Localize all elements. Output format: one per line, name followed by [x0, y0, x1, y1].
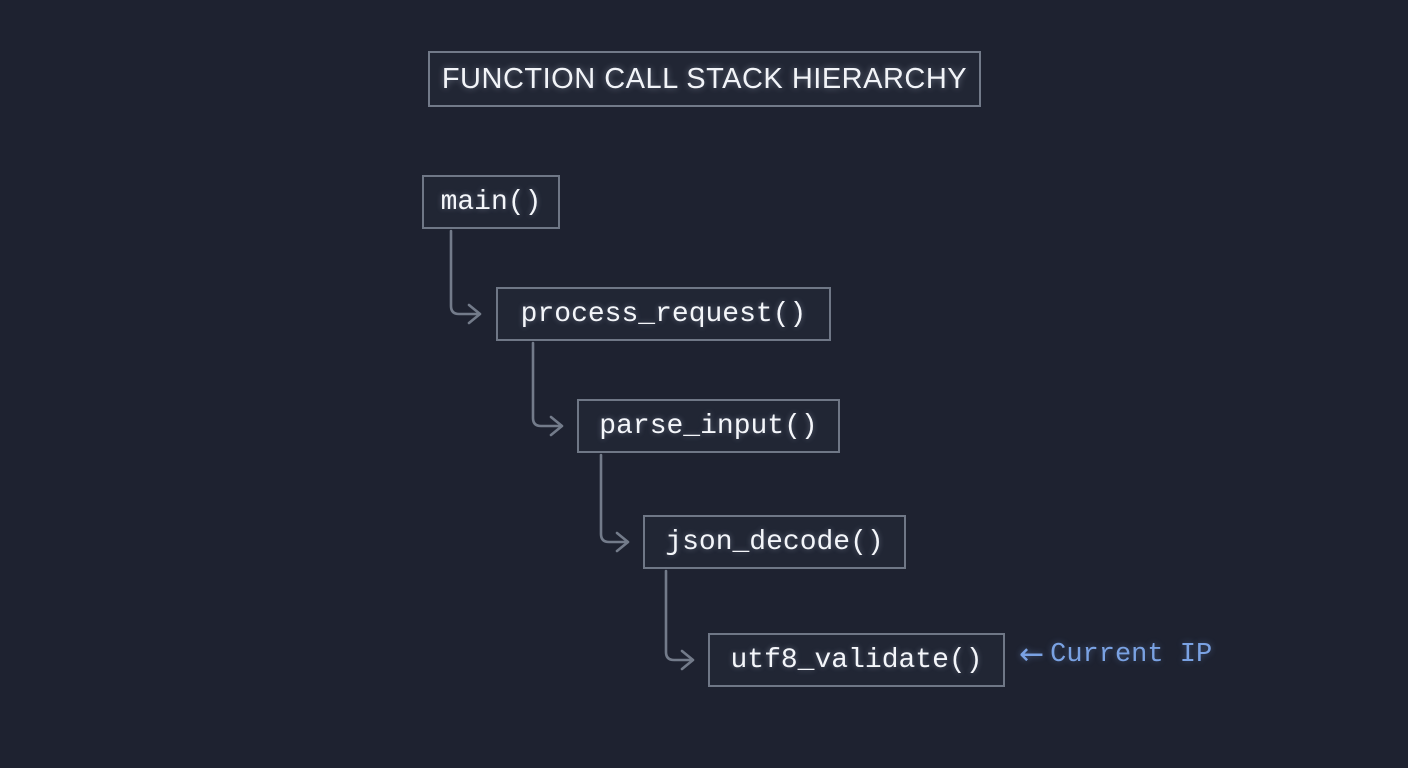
stack-frame-label: main(): [440, 186, 542, 218]
arrow-left-icon: ←: [1019, 637, 1045, 672]
current-ip-label: Current IP: [1050, 640, 1213, 670]
stack-frame-label: process_request(): [520, 298, 807, 330]
diagram-title-box: FUNCTION CALL STACK HIERARCHY: [428, 51, 981, 107]
connector-parse-input-to-json-decode: [599, 453, 630, 553]
stack-frame-process-request[interactable]: process_request(): [496, 287, 831, 341]
page-title: FUNCTION CALL STACK HIERARCHY: [441, 62, 968, 95]
stack-frame-utf8-validate[interactable]: utf8_validate(): [708, 633, 1005, 687]
connector-main-to-process-request: [449, 229, 482, 325]
connector-json-decode-to-utf8-validate: [664, 569, 695, 671]
stack-frame-label: json_decode(): [665, 526, 884, 558]
stack-frame-main[interactable]: main(): [422, 175, 560, 229]
current-ip-annotation: ← Current IP: [1019, 637, 1213, 672]
stack-frame-label: utf8_validate(): [730, 644, 983, 676]
stack-frame-json-decode[interactable]: json_decode(): [643, 515, 906, 569]
stack-frame-parse-input[interactable]: parse_input(): [577, 399, 840, 453]
stack-frame-label: parse_input(): [599, 410, 818, 442]
connector-process-request-to-parse-input: [531, 341, 564, 437]
